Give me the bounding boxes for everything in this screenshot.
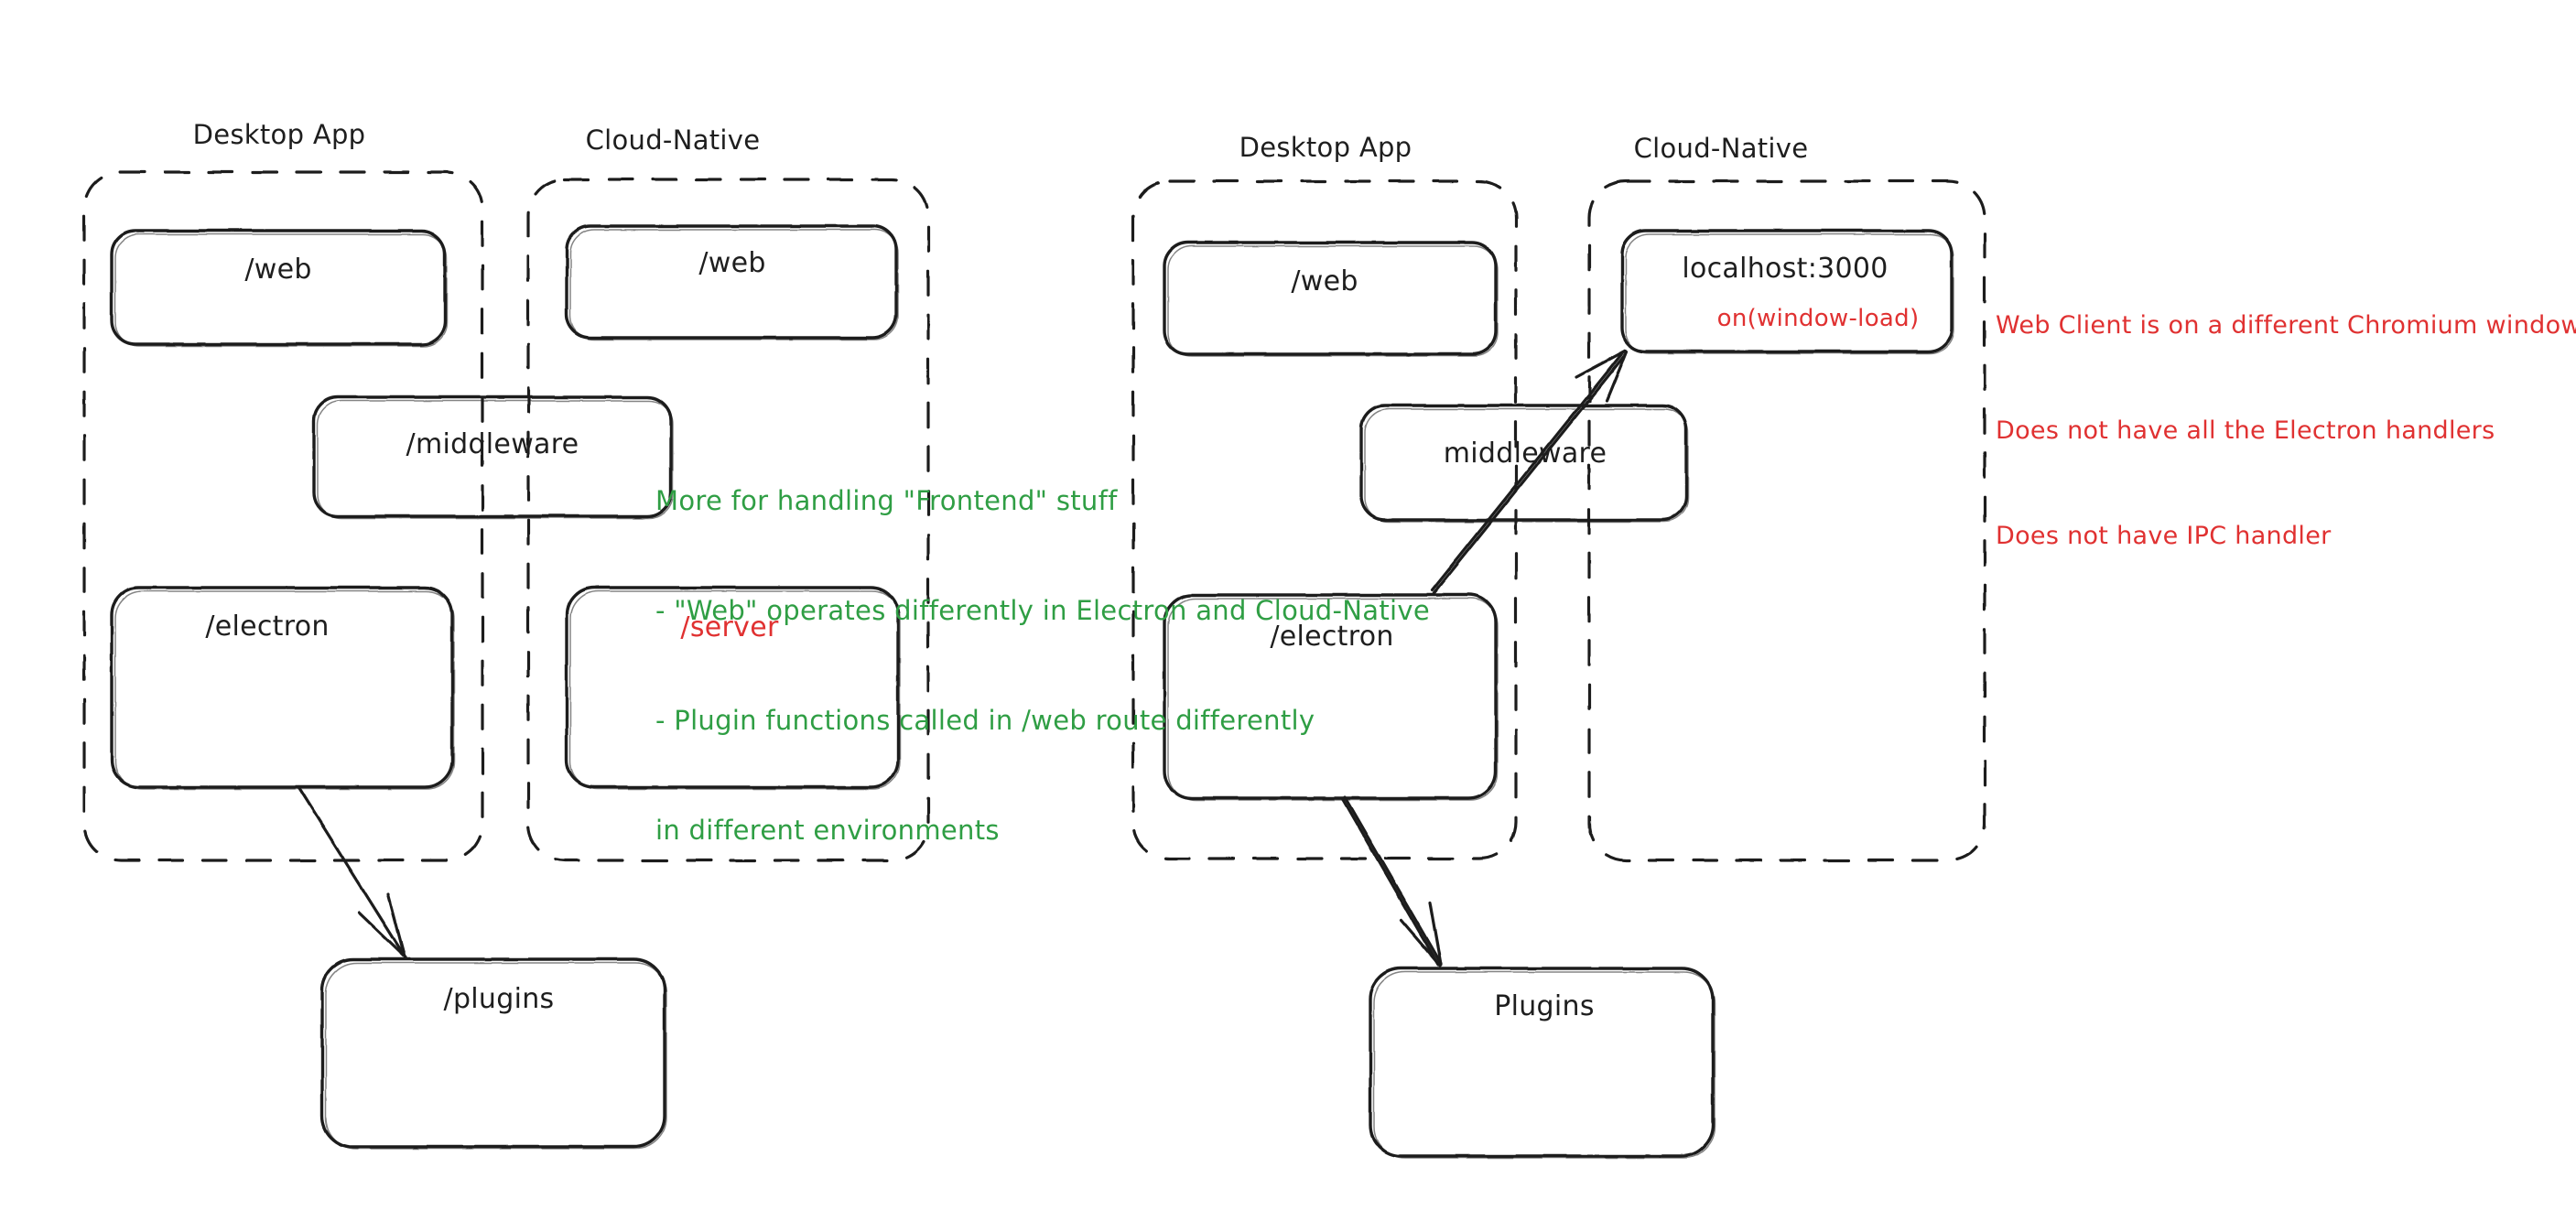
annotation-green-note: More for handling "Frontend" stuff - "We…: [655, 409, 1430, 922]
node-label-left-plugins: /plugins: [443, 983, 555, 1015]
node-label-left-electron: /electron: [205, 611, 330, 643]
node-right-localhost: [1620, 229, 1954, 354]
node-label-right-plugins: Plugins: [1494, 990, 1595, 1022]
node-label-left-server: /server: [680, 611, 779, 643]
annotation-red-line-2: Does not have all the Electron handlers: [1996, 416, 2495, 445]
node-left-desktop-web: [110, 229, 448, 347]
node-label-right-desktop-web: /web: [1291, 265, 1358, 297]
node-label-right-electron: /electron: [1270, 621, 1394, 653]
annotation-red-note: Web Client is on a different Chromium wi…: [1996, 238, 2576, 624]
group-title-left-cloud-native: Cloud-Native: [585, 124, 761, 156]
node-sublabel-right-localhost-on-window-load: on(window-load): [1716, 305, 1920, 332]
annotation-green-line-2: - "Web" operates differently in Electron…: [655, 595, 1430, 627]
group-title-right-desktop-app: Desktop App: [1239, 132, 1412, 163]
node-label-right-localhost: localhost:3000: [1682, 253, 1889, 285]
node-label-left-middleware: /middleware: [406, 428, 579, 460]
node-label-right-middleware: middleware: [1443, 438, 1607, 470]
node-left-cloud-web: [565, 224, 899, 340]
group-title-right-cloud-native: Cloud-Native: [1633, 133, 1809, 164]
annotation-red-line-1: Web Client is on a different Chromium wi…: [1996, 310, 2576, 340]
group-title-left-desktop-app: Desktop App: [192, 119, 366, 150]
annotation-green-line-4: in different environments: [655, 815, 1000, 847]
node-label-left-cloud-web: /web: [698, 247, 766, 279]
annotation-red-line-3: Does not have IPC handler: [1996, 521, 2332, 550]
edge-left-electron-to-plugins: [297, 785, 407, 959]
node-label-left-desktop-web: /web: [244, 254, 312, 286]
annotation-green-line-3: - Plugin functions called in /web route …: [655, 705, 1315, 737]
annotation-green-line-1: More for handling "Frontend" stuff: [655, 485, 1118, 517]
